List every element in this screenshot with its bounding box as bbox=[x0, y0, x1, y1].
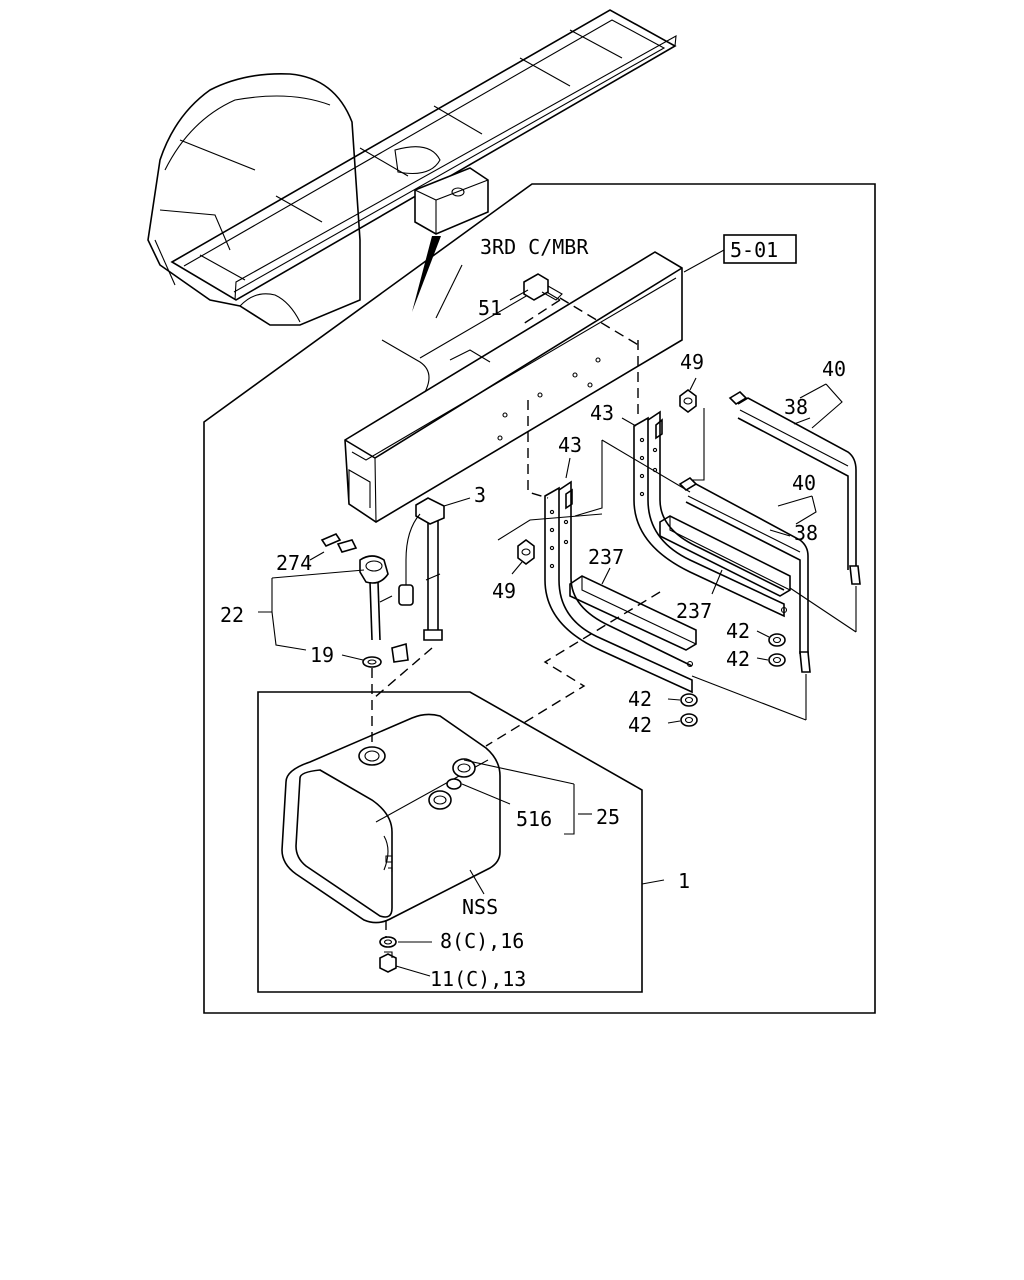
label-nss: NSS bbox=[462, 895, 498, 919]
label-42-d: 42 bbox=[628, 713, 652, 737]
label-274: 274 bbox=[276, 551, 312, 575]
fuel-sender-unit-3 bbox=[398, 497, 471, 641]
label-11c-13: 11(C),13 bbox=[430, 967, 526, 991]
label-43-right: 43 bbox=[590, 401, 614, 425]
bolt-51 bbox=[509, 273, 641, 347]
label-19: 19 bbox=[310, 643, 334, 667]
nut-42-d bbox=[680, 713, 698, 727]
nut-49-low bbox=[517, 539, 535, 565]
frame-crossmember-beam bbox=[344, 251, 683, 523]
washer-8c-16 bbox=[379, 936, 397, 948]
tank-inner-border bbox=[257, 691, 643, 993]
label-237-right: 237 bbox=[676, 599, 712, 623]
fuel-tank bbox=[281, 713, 501, 924]
gasket-19 bbox=[362, 656, 382, 668]
bracket-front bbox=[544, 480, 697, 694]
label-40-mid: 40 bbox=[792, 471, 816, 495]
label-42-c: 42 bbox=[628, 687, 652, 711]
drain-bolt-11c-13 bbox=[379, 951, 397, 973]
nut-42-c bbox=[680, 693, 698, 707]
outer-diagram-border bbox=[203, 183, 876, 1014]
label-22: 22 bbox=[220, 603, 244, 627]
label-42-a: 42 bbox=[726, 619, 750, 643]
truck-overview-illustration bbox=[147, 9, 677, 326]
label-49-low: 49 bbox=[492, 579, 516, 603]
nut-42-a bbox=[768, 633, 786, 647]
strap-lower bbox=[678, 476, 811, 720]
ref-box bbox=[723, 234, 797, 264]
strap-upper bbox=[690, 390, 861, 632]
label-3: 3 bbox=[474, 483, 486, 507]
label-237-left: 237 bbox=[588, 545, 624, 569]
label-25: 25 bbox=[596, 805, 620, 829]
label-1: 1 bbox=[678, 869, 690, 893]
label-ref-box: 5-01 bbox=[730, 238, 778, 262]
label-38-mid: 38 bbox=[794, 521, 818, 545]
bracket-rear bbox=[633, 410, 791, 618]
nut-49-top bbox=[679, 389, 697, 413]
nut-42-b bbox=[768, 653, 786, 667]
label-516: 516 bbox=[516, 807, 552, 831]
fuel-gauge-unit-22 bbox=[320, 533, 409, 663]
label-43-left: 43 bbox=[558, 433, 582, 457]
label-frame-member: 3RD C/MBR bbox=[480, 235, 589, 259]
label-38-top: 38 bbox=[784, 395, 808, 419]
label-40-top: 40 bbox=[822, 357, 846, 381]
label-8c-16: 8(C),16 bbox=[440, 929, 524, 953]
label-42-b: 42 bbox=[726, 647, 750, 671]
label-51: 51 bbox=[478, 296, 502, 320]
label-49-top: 49 bbox=[680, 350, 704, 374]
